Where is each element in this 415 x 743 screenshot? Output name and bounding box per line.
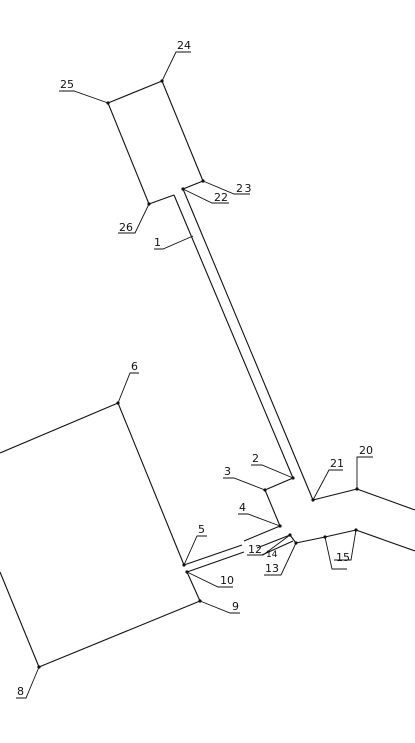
leader-25	[59, 90, 109, 104]
point-label-2: 2	[252, 452, 259, 465]
upper-parcel	[107, 80, 204, 205]
leader-12	[247, 534, 291, 556]
point-label-4: 4	[239, 501, 246, 514]
point-label-15: 15	[336, 551, 350, 564]
lower-parcel-edge	[0, 571, 40, 668]
point-label-9: 9	[232, 600, 239, 613]
point-label-25: 25	[60, 78, 74, 91]
leader-3	[223, 477, 266, 491]
leader-6	[117, 372, 139, 404]
leader-20	[356, 456, 373, 489]
leader-1	[154, 235, 194, 250]
leader-24	[161, 51, 191, 82]
point-label-5: 5	[198, 523, 205, 536]
leader-13	[264, 542, 297, 576]
road-edge	[312, 488, 358, 501]
junction-edge	[256, 534, 291, 549]
leader-15b	[334, 529, 357, 561]
junction-edge	[261, 540, 294, 556]
point-label-20: 20	[359, 444, 373, 457]
point-label-23: 23	[236, 182, 253, 195]
upper-parcel-edge	[161, 80, 204, 182]
point-label-10: 10	[220, 574, 234, 587]
leader-9	[199, 600, 240, 614]
junction-edge	[264, 477, 294, 491]
leader-4	[238, 513, 281, 527]
point-labels: 24 25 26 23 22 1 6 2 3 4 5 12 13 14 10 9…	[17, 39, 373, 698]
leader-10	[186, 571, 233, 588]
lower-parcel-edge	[186, 571, 201, 602]
point-label-24: 24	[177, 39, 191, 52]
road-edge	[295, 536, 326, 544]
leader-8	[16, 666, 40, 699]
point-label-8: 8	[17, 685, 24, 698]
leader-23	[202, 180, 250, 195]
point-label-6: 6	[131, 360, 138, 373]
lower-parcel-edge	[0, 402, 119, 454]
junction	[183, 477, 297, 573]
right-road	[295, 488, 415, 552]
junction-edge	[186, 551, 245, 573]
leader-5	[183, 535, 207, 566]
upper-parcel-edge	[148, 194, 175, 205]
leaders	[16, 51, 373, 699]
leader-21	[312, 469, 343, 501]
point-label-3: 3	[224, 465, 231, 478]
narrow-strip	[173, 188, 314, 501]
junction-edge	[264, 489, 281, 527]
road-edge	[356, 488, 415, 511]
point-label-12: 12	[248, 543, 262, 556]
point-label-1: 1	[154, 236, 161, 249]
upper-parcel-edge	[107, 80, 163, 104]
point-label-14: 14	[266, 550, 278, 560]
point-label-21: 21	[330, 457, 344, 470]
leader-22	[182, 188, 229, 204]
leader-15a	[324, 536, 347, 570]
junction-edge	[243, 525, 281, 542]
leader-26	[118, 203, 150, 234]
strip-edge	[173, 194, 294, 479]
road-edge	[324, 529, 357, 538]
upper-parcel-edge	[107, 102, 150, 205]
junction-edge	[289, 534, 297, 544]
lower-parcel-edge	[38, 600, 201, 668]
point-label-22: 22	[214, 191, 228, 204]
point-label-13: 13	[265, 562, 279, 575]
leader-2	[251, 464, 294, 479]
junction-edge	[183, 544, 243, 566]
strip-edge	[182, 188, 314, 501]
lower-parcel-edge	[117, 402, 185, 566]
road-edge	[355, 529, 415, 552]
lower-parcel	[0, 402, 201, 668]
upper-parcel-edge	[182, 180, 204, 190]
point-label-26: 26	[119, 221, 133, 234]
